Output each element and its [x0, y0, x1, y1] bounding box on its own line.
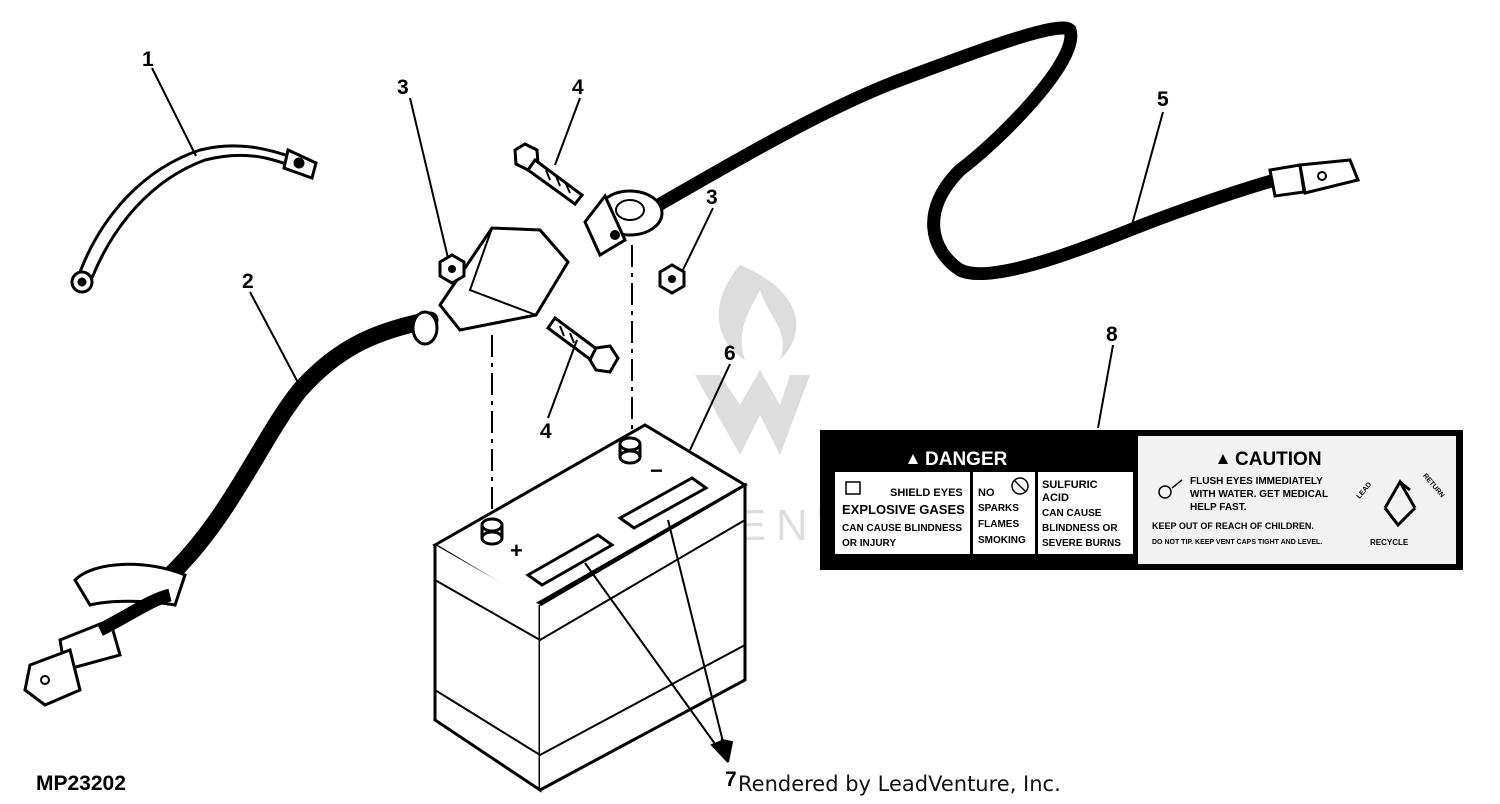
danger-section: DANGER SHIELD EYES EXPLOSIVE GASES CAN C… [835, 449, 1133, 554]
leader-lines [151, 67, 1164, 763]
credit-text: Rendered by LeadVenture, Inc. [738, 772, 1061, 796]
eye-shield-icon [845, 481, 861, 495]
figure-id: MP23202 [36, 772, 126, 795]
caution-recycle: RECYCLE [1370, 538, 1409, 547]
danger-col1-line2: EXPLOSIVE GASES [842, 502, 965, 517]
battery-minus-mark: − [650, 458, 663, 483]
danger-col1-line4: OR INJURY [842, 538, 896, 549]
no-smoking-icon [1011, 477, 1029, 495]
danger-col3-line4: BLINDNESS OR [1042, 523, 1118, 534]
part-8-warning-label: DANGER SHIELD EYES EXPLOSIVE GASES CAN C… [820, 430, 1463, 570]
part-4-bolt-a [513, 142, 585, 207]
danger-col3-line2: ACID [1042, 492, 1069, 504]
callout-2: 2 [242, 270, 254, 293]
danger-title: DANGER [925, 449, 1008, 470]
part-1-ground-strap [70, 144, 318, 294]
part-6-battery: + − [432, 423, 748, 793]
caution-do-not-tip: DO NOT TIP. KEEP VENT CAPS TIGHT AND LEV… [1152, 539, 1322, 546]
battery-plus-mark: + [510, 538, 523, 563]
callout-4a: 4 [572, 76, 584, 99]
danger-col2-line1: NO [978, 487, 995, 499]
danger-col2-line2: SPARKS [978, 503, 1019, 514]
part-4-bolt-b [545, 315, 620, 374]
callout-6: 6 [724, 342, 736, 365]
callout-1: 1 [142, 48, 154, 71]
part-3-nut-b [658, 263, 686, 295]
callout-4b: 4 [540, 420, 552, 443]
danger-col3-line1: SULFURIC [1042, 479, 1098, 491]
danger-col3-line5: SEVERE BURNS [1042, 538, 1121, 549]
caution-line1: FLUSH EYES IMMEDIATELY [1190, 476, 1323, 487]
danger-col2-line3: FLAMES [978, 519, 1019, 530]
danger-col3-line3: CAN CAUSE [1042, 508, 1102, 519]
callout-7: 7 [725, 768, 737, 791]
callout-3a: 3 [397, 76, 409, 99]
part-5-negative-cable [583, 21, 1361, 281]
caution-keep-out: KEEP OUT OF REACH OF CHILDREN. [1152, 521, 1314, 531]
recycle-icon [1383, 478, 1417, 528]
assembly-lines [491, 245, 633, 520]
part-2-positive-cable [23, 226, 570, 707]
callout-8: 8 [1106, 323, 1118, 346]
caution-title: CAUTION [1235, 449, 1322, 470]
part-3-nut-a [438, 253, 466, 285]
caution-line2: WITH WATER. GET MEDICAL [1190, 489, 1328, 500]
caution-line3: HELP FAST. [1190, 502, 1247, 513]
flush-eyes-icon [1158, 479, 1183, 499]
danger-col1-line3: CAN CAUSE BLINDNESS [842, 523, 962, 534]
callout-3b: 3 [706, 186, 718, 209]
callout-5: 5 [1157, 88, 1169, 111]
danger-col1-line1: SHIELD EYES [890, 487, 963, 499]
danger-col2-line4: SMOKING [978, 535, 1026, 546]
